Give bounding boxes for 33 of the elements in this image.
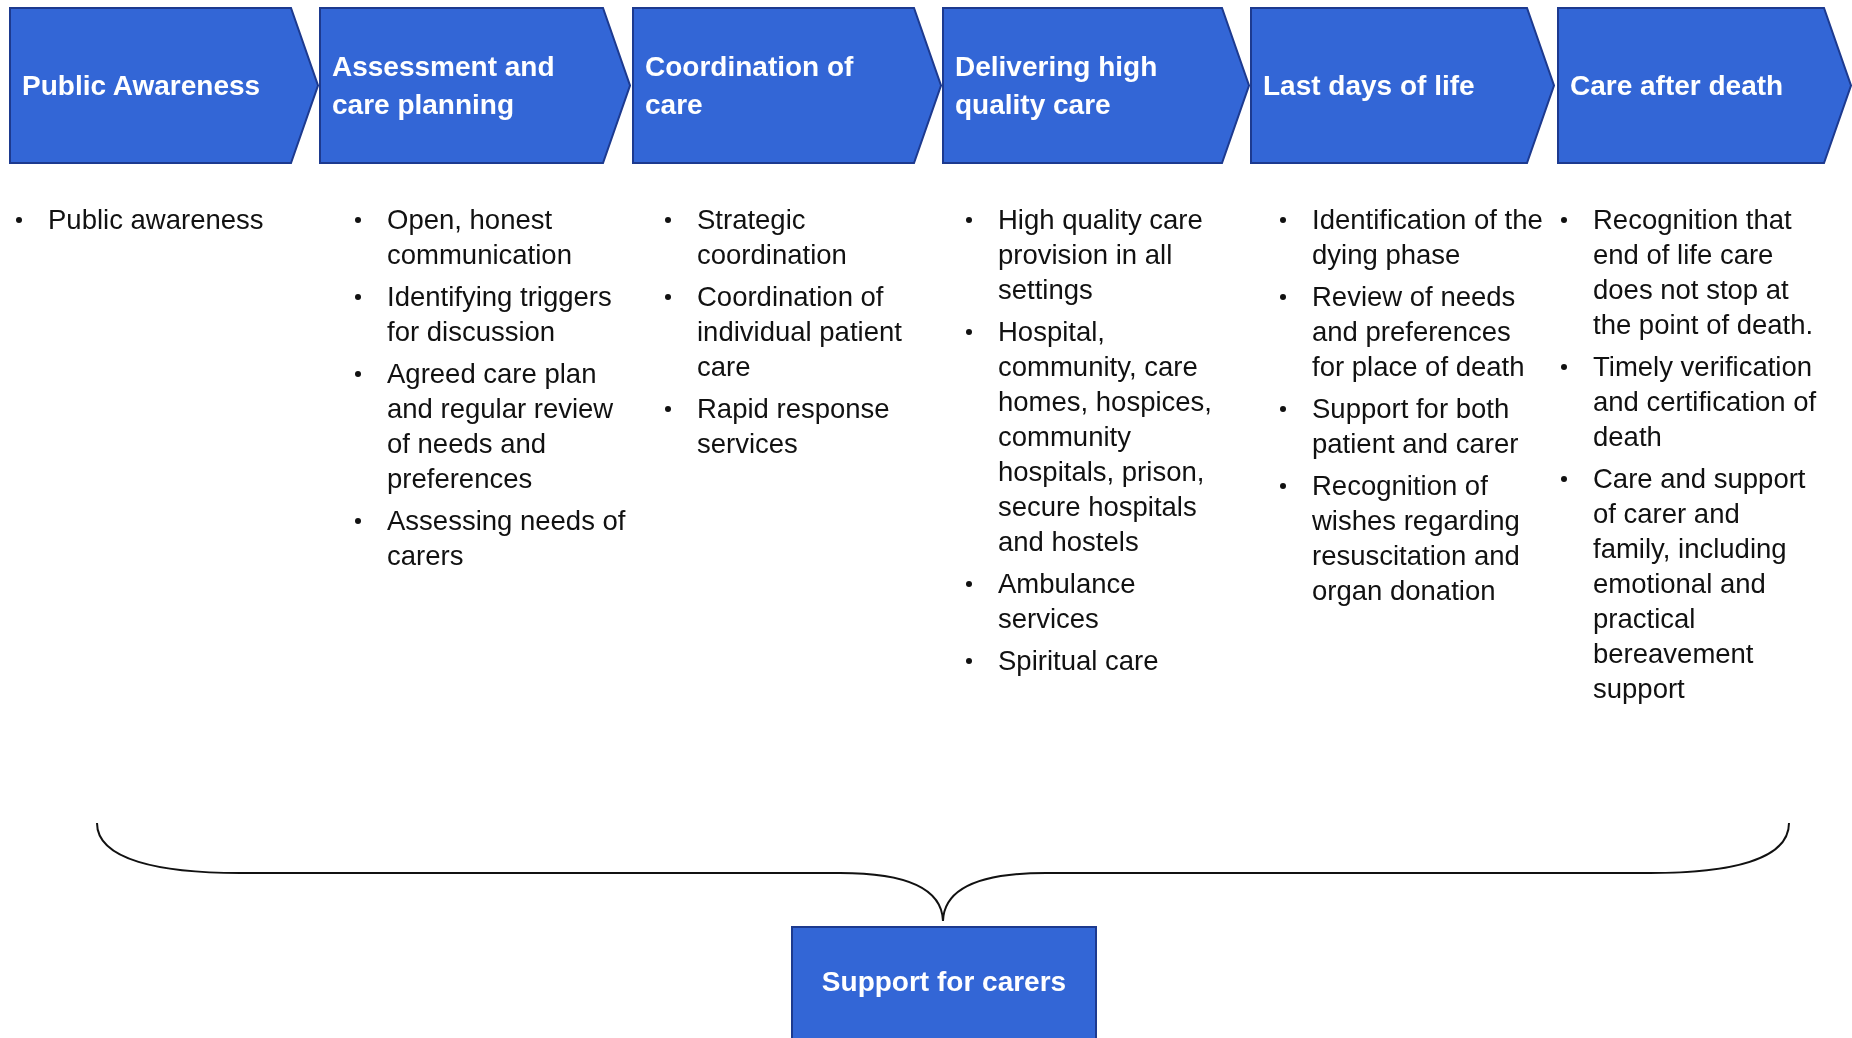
bullet-item: Spiritual care	[998, 644, 1160, 678]
bullet-item: Recognition of wishes regarding resuscitation and organ donation	[1312, 469, 1521, 608]
step-banner	[942, 7, 1250, 164]
bullet-item: Hospital, community, care homes, hospices, community hospitals, prison, secure hospitals and hostels	[998, 315, 1213, 559]
step-title: Support for carers	[820, 965, 1068, 999]
bullet-item: High quality care provision in all settings	[998, 203, 1204, 307]
process-box	[791, 926, 1097, 1038]
bullet-item: Care and support of carer and family, including emotional and practical bereavement support	[1593, 462, 1807, 706]
bullet-item: Review of needs and preferences for place of death	[1312, 280, 1526, 384]
step-title: Care after death	[1570, 68, 1785, 103]
step-title: Coordination of care	[645, 49, 855, 122]
bullet-item: Coordination of individual patient care	[697, 280, 903, 384]
bullet-item: Recognition that end of life care does not stop at the point of death.	[1593, 203, 1815, 342]
bullet-item: Assessing needs of carers	[387, 504, 627, 573]
step-banner	[9, 7, 319, 164]
step-banner	[632, 7, 942, 164]
bullet-item: Ambulance services	[998, 567, 1137, 636]
bullet-item: Rapid response services	[697, 392, 891, 461]
step-banner	[1250, 7, 1555, 164]
bullet-item: Strategic coordination	[697, 203, 848, 272]
step-banner	[1557, 7, 1852, 164]
step-banner	[319, 7, 631, 164]
bullet-item: Support for both patient and carer	[1312, 392, 1520, 461]
bullet-item: Open, honest communication	[387, 203, 573, 272]
step-title: Last days of life	[1263, 68, 1476, 103]
step-title: Public Awareness	[22, 68, 262, 103]
step-title: Delivering high quality care	[955, 49, 1159, 122]
bullet-item: Identification of the dying phase	[1312, 203, 1543, 272]
bullet-item: Agreed care plan and regular review of needs and preferences	[387, 357, 615, 496]
bullet-item: Identifying triggers for discussion	[387, 280, 613, 349]
bullet-item: Timely verification and certification of death	[1593, 350, 1818, 454]
step-title: Assessment and care planning	[332, 49, 556, 122]
bullet-item: Public awareness	[48, 203, 265, 237]
